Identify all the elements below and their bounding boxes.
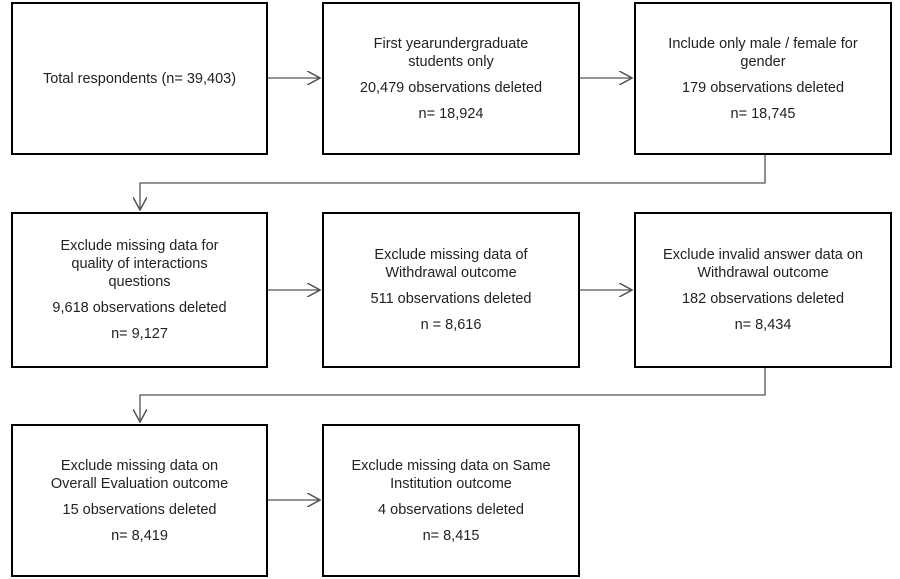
elbow-arrow-3-to-4	[140, 155, 766, 210]
box-n-count: n= 18,745	[730, 105, 796, 122]
box-title: Exclude missing data for quality of inte…	[60, 238, 219, 290]
box-label: Total respondents (n= 39,403)	[42, 70, 237, 87]
box-same-institution: Exclude missing data on Same Institution…	[322, 424, 580, 577]
box-n-count: n = 8,616	[420, 317, 482, 333]
box-title: Exclude missing data on Overall Evaluati…	[50, 457, 229, 492]
box-withdrawal-invalid: Exclude invalid answer data on Withdrawa…	[634, 212, 892, 368]
box-title: Include only male / female for gender	[668, 35, 858, 70]
box-n-count: n= 8,415	[422, 527, 480, 544]
box-title: Exclude invalid answer data on Withdrawa…	[663, 247, 863, 281]
box-title: Exclude missing data on Same Institution…	[351, 457, 551, 492]
elbow-arrow-6-to-7	[140, 368, 766, 422]
box-deleted-count: 511 observations deleted	[370, 291, 532, 307]
box-withdrawal-missing: Exclude missing data of Withdrawal outco…	[322, 212, 580, 368]
box-first-year-undergraduates: First yearundergraduate students only 20…	[322, 2, 580, 155]
box-deleted-count: 15 observations deleted	[62, 501, 217, 518]
box-n-count: n= 9,127	[111, 326, 168, 342]
box-deleted-count: 182 observations deleted	[681, 291, 845, 307]
box-title: First yearundergraduate students only	[373, 35, 529, 70]
box-deleted-count: 20,479 observations deleted	[359, 79, 543, 96]
box-n-count: n= 8,419	[111, 527, 168, 544]
box-n-count: n= 8,434	[734, 317, 792, 333]
box-n-count: n= 18,924	[418, 105, 484, 122]
box-quality-interactions: Exclude missing data for quality of inte…	[11, 212, 268, 368]
box-total-respondents: Total respondents (n= 39,403)	[11, 2, 268, 155]
box-deleted-count: 4 observations deleted	[378, 501, 524, 518]
box-overall-evaluation: Exclude missing data on Overall Evaluati…	[11, 424, 268, 577]
box-title: Exclude missing data of Withdrawal outco…	[374, 247, 528, 281]
box-gender-filter: Include only male / female for gender 17…	[634, 2, 892, 155]
box-deleted-count: 9,618 observations deleted	[52, 300, 227, 316]
box-deleted-count: 179 observations deleted	[681, 79, 845, 96]
